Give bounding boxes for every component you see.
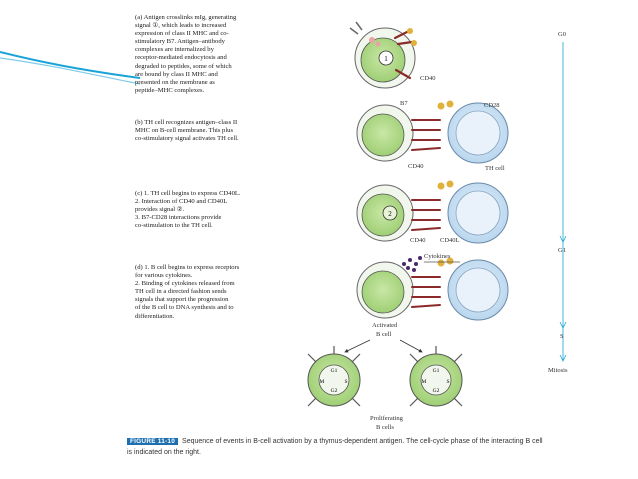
- proliferating-label: Proliferating: [370, 415, 404, 422]
- cd40-label-a: CD40: [420, 75, 436, 82]
- proliferating-bcells-label: B cells: [376, 424, 394, 431]
- panel-d-cells: Cytokines Activated B cell: [356, 253, 509, 338]
- th-cell-label: TH cell: [485, 165, 505, 172]
- cycle-s-right: S: [446, 379, 449, 385]
- signal-1-label: 1: [384, 55, 388, 63]
- proliferating-cell-left: G1 M S G2: [307, 346, 361, 407]
- signal-1-marker: [378, 50, 394, 66]
- signal-2-marker: [382, 205, 398, 221]
- figure-number: FIGURE 11-10: [127, 438, 179, 445]
- cytokines-label: Cytokines: [424, 253, 451, 260]
- cd28-label: CD28: [484, 102, 500, 109]
- cycle-g1-right: G1: [433, 368, 440, 374]
- panel-c-text: (c) 1. TH cell begins to express CD40L. …: [135, 190, 241, 230]
- b7-label: B7: [400, 100, 408, 107]
- panel-a-bcell: 1 CD40: [349, 21, 436, 89]
- cd40-label-b: CD40: [408, 163, 424, 170]
- cd40l-label: CD40L: [440, 237, 460, 244]
- signal-2-label: 2: [388, 210, 392, 218]
- activated-bcell-label: B cell: [376, 331, 392, 338]
- phase-s: S: [560, 333, 564, 340]
- cycle-g1-left: G1: [331, 368, 338, 374]
- cycle-g2-right: G2: [433, 388, 440, 394]
- cycle-m-right: M: [422, 379, 427, 385]
- cycle-m-left: M: [320, 379, 325, 385]
- cycle-g2-left: G2: [331, 388, 338, 394]
- panel-b-text: (b) TH cell recognizes antigen–class II …: [135, 119, 239, 143]
- activated-label: Activated: [372, 322, 398, 329]
- figure-caption-text: Sequence of events in B-cell activation …: [127, 438, 543, 456]
- panel-a-text: (a) Antigen crosslinks mIg, generating s…: [135, 14, 237, 94]
- panel-c-cells: 2 CD40 CD40L: [356, 180, 509, 244]
- cd40-label-c: CD40: [410, 237, 426, 244]
- cell-cycle-timeline: G0 G1 S Mitosis: [548, 31, 568, 374]
- cycle-s-left: S: [344, 379, 347, 385]
- phase-g0: G0: [558, 31, 566, 38]
- panel-d-text: (d) 1. B cell begins to express receptor…: [135, 264, 240, 320]
- cytokine-dots: [402, 256, 422, 272]
- phase-g1: G1: [558, 247, 566, 254]
- panel-b-cells: B7 CD28 CD40 TH cell: [356, 100, 509, 172]
- phase-mitosis: Mitosis: [548, 367, 568, 374]
- proliferating-cell-right: G1 M S G2: [409, 346, 463, 407]
